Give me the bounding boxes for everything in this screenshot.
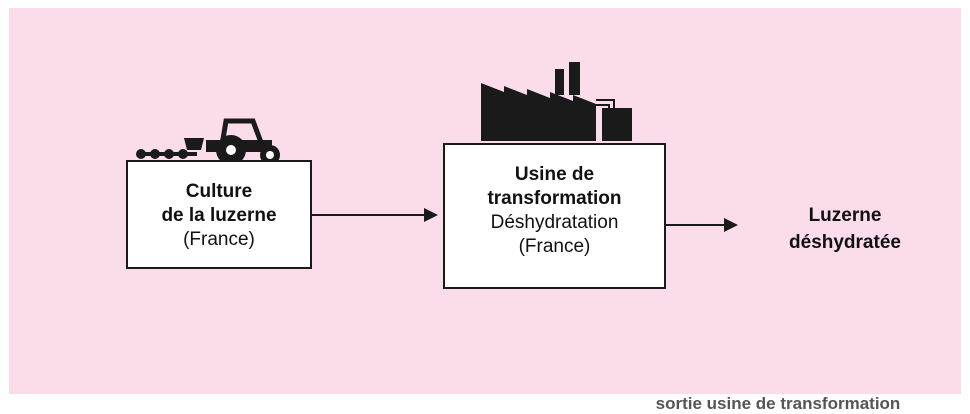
- culture-box: Culture de la luzerne (France): [126, 160, 312, 269]
- culture-title-line2: de la luzerne: [161, 205, 277, 226]
- arrow-culture-to-factory: [312, 208, 438, 222]
- tractor-seeder-icon: [136, 118, 280, 165]
- output-product: Luzerne déshydratée: [760, 202, 930, 256]
- arrow-factory-to-output: [666, 218, 738, 232]
- caption-label: sortie usine de transformation: [598, 394, 958, 414]
- factory-process: Déshydratation: [490, 212, 619, 233]
- factory-title-line2: transformation: [487, 188, 622, 209]
- factory-icon: [481, 62, 632, 141]
- factory-box: Usine de transformation Déshydratation (…: [443, 143, 666, 289]
- factory-title-line1: Usine de: [514, 164, 595, 185]
- culture-country: (France): [183, 229, 255, 250]
- factory-country: (France): [518, 236, 591, 257]
- culture-title-line1: Culture: [185, 181, 253, 202]
- output-line1: Luzerne: [808, 205, 882, 226]
- output-line2: déshydratée: [789, 232, 901, 253]
